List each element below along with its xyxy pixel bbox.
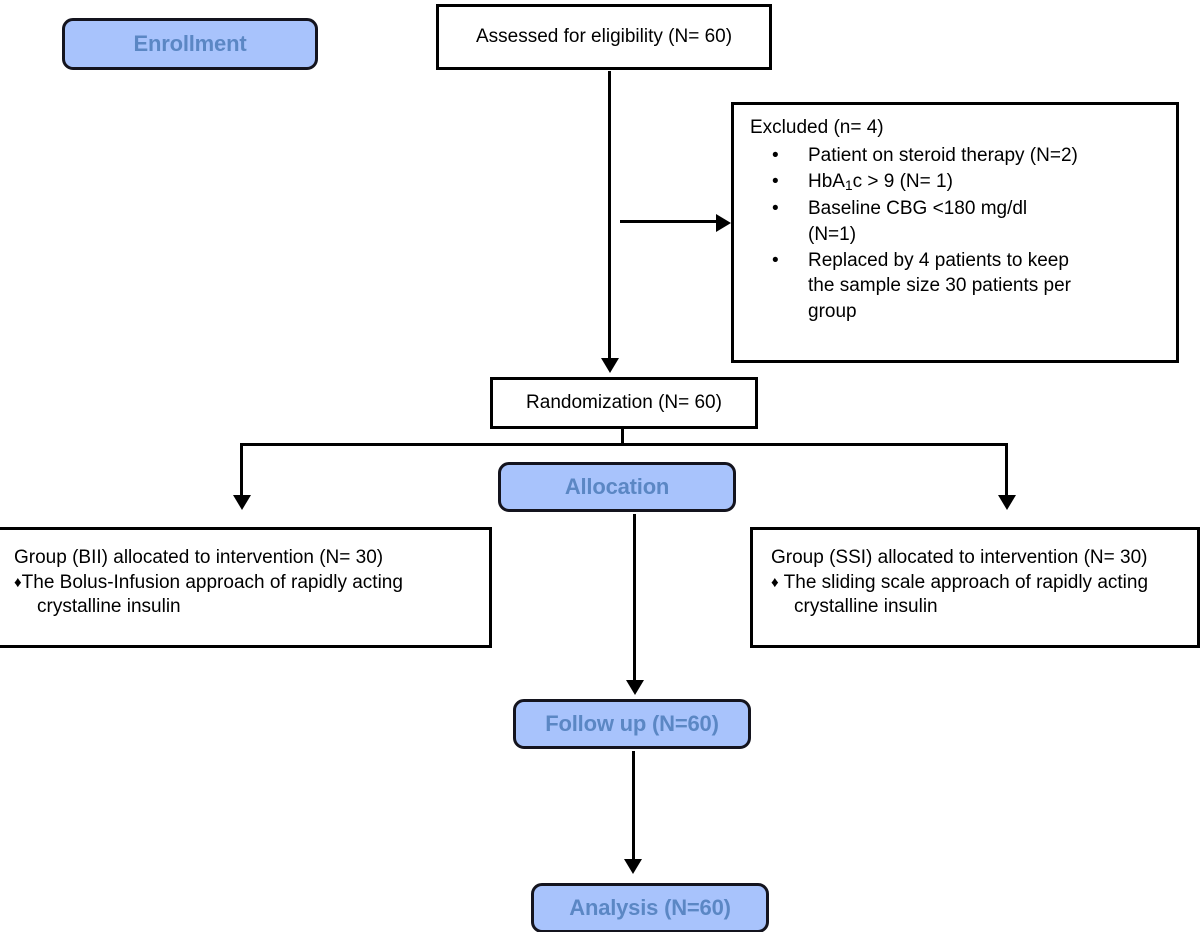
arrowhead-to-group-ssi (998, 495, 1016, 510)
node-randomization-label: Randomization (N= 60) (526, 392, 722, 414)
node-assessed-for-eligibility: Assessed for eligibility (N= 60) (436, 4, 772, 70)
stage-badge-enrollment: Enrollment (62, 18, 318, 70)
node-group-bii-bullet: ♦The Bolus-Infusion approach of rapidly … (14, 571, 481, 620)
arrowhead-to-follow-up (626, 680, 644, 695)
node-excluded: Excluded (n= 4) • Patient on steroid the… (731, 102, 1179, 363)
node-group-ssi-heading: Group (SSI) allocated to intervention (N… (771, 547, 1148, 568)
stage-badge-allocation-label: Allocation (564, 474, 670, 499)
node-randomization: Randomization (N= 60) (490, 377, 758, 429)
stage-badge-analysis-label: Analysis (N=60) (569, 895, 731, 920)
connector-to-excluded (620, 220, 718, 223)
bullet-icon: • (772, 145, 779, 166)
stage-badge-analysis: Analysis (N=60) (531, 883, 769, 932)
stage-badge-enrollment-label: Enrollment (133, 31, 247, 56)
node-excluded-list: • Patient on steroid therapy (N=2) • HbA… (750, 143, 1166, 324)
diamond-bullet-icon: ♦ (14, 573, 22, 591)
connector-bus-to-group-ssi (1005, 443, 1008, 497)
node-group-bii-bullet-label: The Bolus-Infusion approach of rapidly a… (21, 571, 403, 618)
node-group-ssi-bullet: ♦The sliding scale approach of rapidly a… (771, 571, 1189, 620)
list-item-label: HbA1c > 9 (N= 1) (808, 171, 953, 194)
connector-randomization-stem (621, 429, 624, 445)
connector-assessed-to-randomization (608, 71, 611, 360)
node-group-ssi-bullet-label: The sliding scale approach of rapidly ac… (783, 571, 1149, 618)
node-group-bii: Group (BII) allocated to intervention (N… (0, 527, 492, 648)
connector-allocation-to-follow-up (633, 514, 636, 682)
list-item: • HbA1c > 9 (N= 1) (772, 169, 1166, 195)
list-item-label: Patient on steroid therapy (N=2) (808, 145, 1078, 166)
bullet-icon: • (772, 171, 779, 193)
node-group-bii-heading: Group (BII) allocated to intervention (N… (14, 547, 384, 568)
node-excluded-title: Excluded (n= 4) (750, 117, 884, 138)
arrowhead-to-analysis (624, 859, 642, 874)
list-item: • Baseline CBG <180 mg/dl(N=1) (772, 196, 1166, 247)
stage-badge-follow-up-label: Follow up (N=60) (545, 711, 719, 736)
connector-bus-to-group-bii (240, 443, 243, 497)
bullet-icon: • (772, 198, 779, 220)
arrowhead-to-excluded (716, 214, 731, 232)
stage-badge-allocation: Allocation (498, 462, 736, 512)
node-assessed-for-eligibility-label: Assessed for eligibility (N= 60) (475, 26, 733, 48)
arrowhead-to-group-bii (233, 495, 251, 510)
arrowhead-assessed-to-randomization (601, 358, 619, 373)
connector-allocation-bus (240, 443, 1008, 446)
bullet-icon: • (772, 250, 779, 271)
list-item-label: Baseline CBG <180 mg/dl(N=1) (808, 198, 1028, 245)
list-item: • Patient on steroid therapy (N=2) (772, 143, 1166, 168)
node-group-ssi: Group (SSI) allocated to intervention (N… (750, 527, 1200, 648)
diamond-bullet-icon: ♦ (771, 573, 779, 591)
stage-badge-follow-up: Follow up (N=60) (513, 699, 751, 749)
connector-follow-up-to-analysis (632, 751, 635, 861)
